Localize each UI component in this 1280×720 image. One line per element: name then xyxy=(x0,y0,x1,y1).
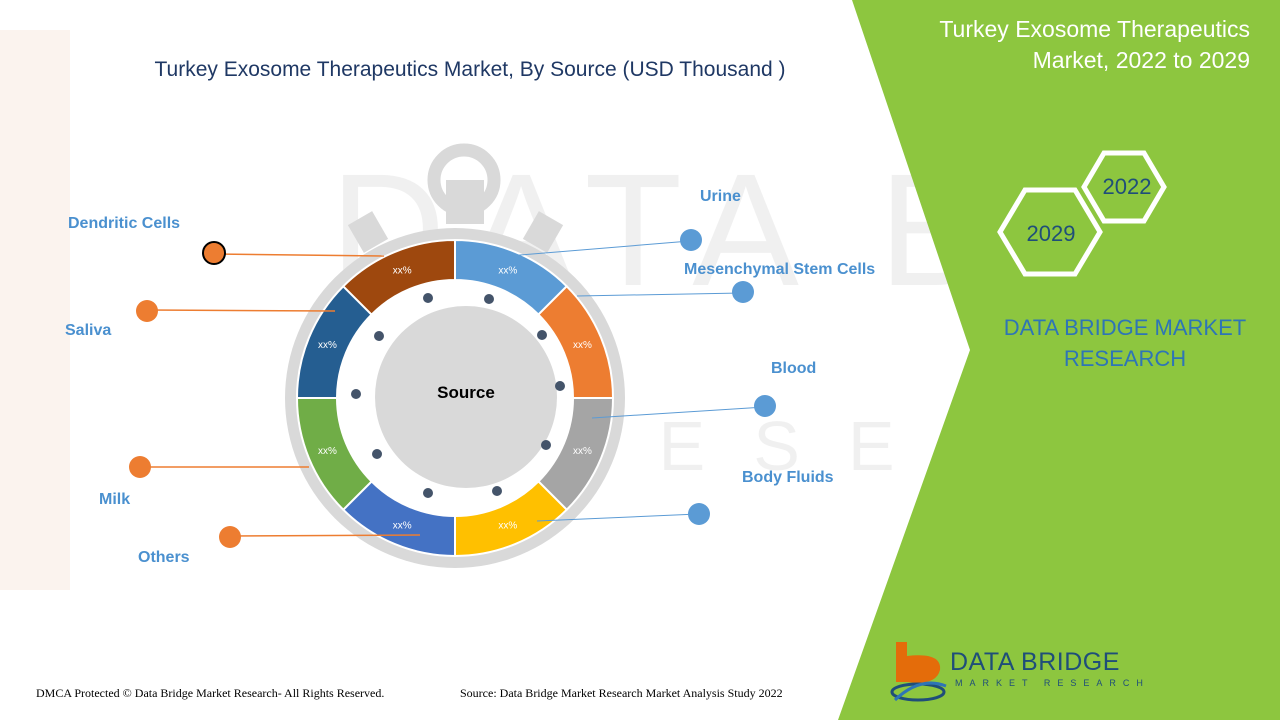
label-body-fluids: Body Fluids xyxy=(742,469,834,486)
marker-blood xyxy=(754,395,776,417)
label-milk: Milk xyxy=(99,491,131,508)
label-blood: Blood xyxy=(771,360,817,377)
label-urine: Urine xyxy=(700,188,741,205)
leader-blood xyxy=(591,395,776,419)
value-label-others: xx% xyxy=(393,520,412,531)
marker-others xyxy=(219,526,241,548)
green-side-panel xyxy=(838,0,1280,720)
donut-segments xyxy=(295,238,615,558)
leader-dendritic-cells xyxy=(202,241,385,265)
center-disc xyxy=(375,306,557,488)
value-label-urine: xx% xyxy=(498,266,517,277)
leader-saliva xyxy=(136,300,336,322)
report-title-line-2: Market, 2022 to 2029 xyxy=(1032,47,1250,73)
value-label-body-fluids: xx% xyxy=(498,520,517,531)
label-others: Others xyxy=(138,549,190,566)
label-saliva: Saliva xyxy=(65,322,112,339)
label-dendritic-cells: Dendritic Cells xyxy=(68,215,181,232)
report-title-line-1: Turkey Exosome Therapeutics xyxy=(939,16,1250,42)
marker-saliva xyxy=(136,300,158,322)
marker-dendritic-cells xyxy=(202,241,226,265)
data-bridge-logo-icon xyxy=(890,642,947,702)
value-label-dendritic-cells: xx% xyxy=(393,266,412,277)
value-label-blood: xx% xyxy=(573,446,592,457)
leader-urine xyxy=(507,229,702,257)
footer-copyright: DMCA Protected © Data Bridge Market Rese… xyxy=(36,686,385,700)
center-label: Source xyxy=(437,383,495,402)
year-2029: 2029 xyxy=(1027,221,1076,246)
stopwatch-crown xyxy=(427,143,501,217)
marker-mesenchymal-stem-cells xyxy=(732,281,754,303)
value-label-mesenchymal-stem-cells: xx% xyxy=(573,340,592,351)
report-title: Turkey Exosome Therapeutics Market, 2022… xyxy=(939,14,1250,76)
stopwatch-right-button xyxy=(522,211,564,253)
marker-milk xyxy=(129,456,151,478)
leader-mesenchymal-stem-cells xyxy=(576,281,754,303)
brand-side-text: DATA BRIDGE MARKET RESEARCH xyxy=(990,312,1260,374)
stopwatch-left-button xyxy=(347,211,389,253)
footer-source: Source: Data Bridge Market Research Mark… xyxy=(460,686,783,700)
value-label-milk: xx% xyxy=(318,446,337,457)
brand-side-line-1: DATA BRIDGE MARKET xyxy=(1003,315,1247,340)
brand-side-line-2: RESEARCH xyxy=(1063,346,1187,371)
segment-value-labels: xx% xx% xx% xx% xx% xx% xx% xx% xyxy=(318,266,592,532)
leader-others xyxy=(219,526,421,548)
value-label-saliva: xx% xyxy=(318,340,337,351)
logo-name: DATA BRIDGE xyxy=(950,648,1120,676)
hexagon-2022 xyxy=(1081,150,1167,224)
hexagon-2029 xyxy=(997,187,1103,277)
chart-title: Turkey Exosome Therapeutics Market, By S… xyxy=(154,58,786,81)
label-mesenchymal-stem-cells: Mesenchymal Stem Cells xyxy=(684,261,876,278)
year-2022: 2022 xyxy=(1103,174,1152,199)
leader-body-fluids xyxy=(536,503,710,525)
marker-urine xyxy=(680,229,702,251)
marker-body-fluids xyxy=(688,503,710,525)
tick-dots xyxy=(351,293,565,498)
logo-subtitle: MARKET RESEARCH xyxy=(955,678,1150,688)
leader-milk xyxy=(129,456,309,478)
